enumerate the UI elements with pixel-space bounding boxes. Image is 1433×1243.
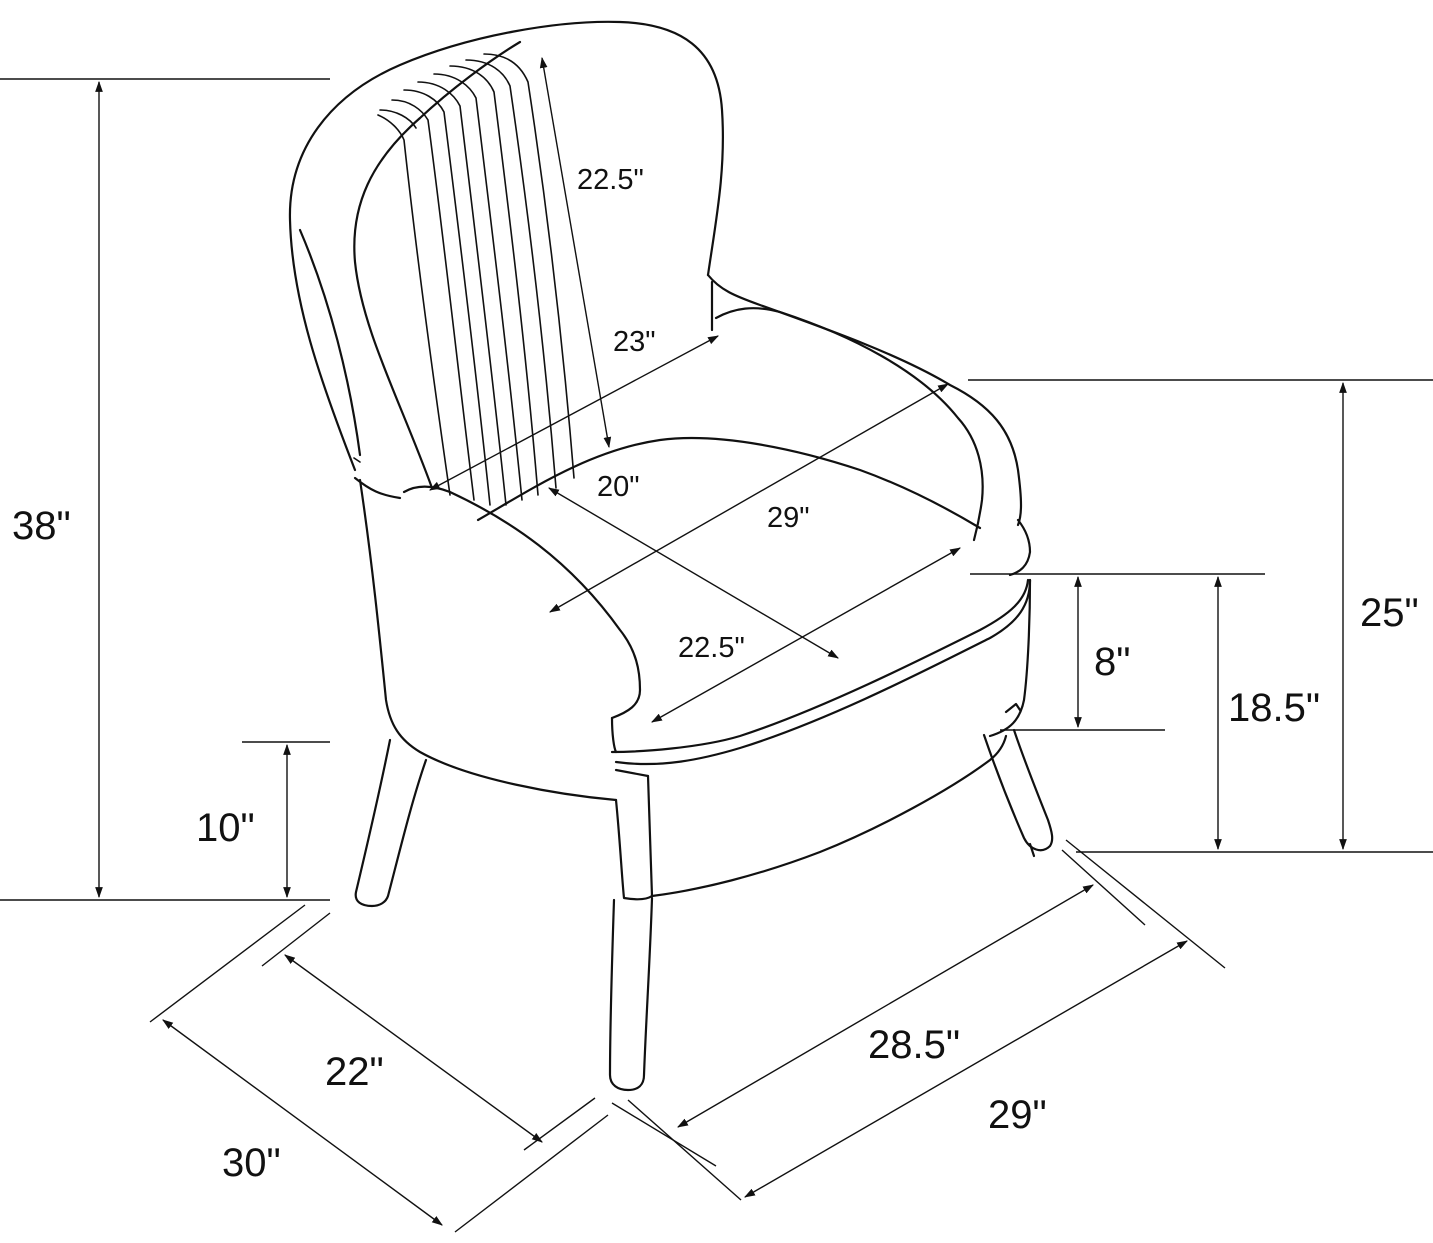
- label-total-depth: 30": [222, 1141, 281, 1185]
- label-total-width: 29": [988, 1093, 1047, 1137]
- dim-total-width: [744, 940, 1188, 1198]
- label-seat-thickness: 8": [1094, 640, 1131, 684]
- dim-arm-to-arm: [549, 383, 949, 613]
- label-total-height: 38": [12, 504, 71, 548]
- label-seat-height: 18.5": [1228, 686, 1321, 730]
- label-arm-to-arm-width: 29": [767, 502, 810, 534]
- dimension-arrows: [95, 56, 1347, 1226]
- label-seat-width: 20": [597, 471, 640, 503]
- dim-seat-depth: [651, 547, 961, 723]
- label-inner-depth: 22": [325, 1050, 384, 1094]
- chair-outline: [288, 20, 1054, 1092]
- label-back-height: 22.5": [577, 164, 644, 196]
- label-arm-height: 25": [1360, 591, 1419, 635]
- dim-total-depth: [162, 1019, 443, 1226]
- label-inner-width: 28.5": [868, 1023, 961, 1067]
- dim-inner-width: [677, 884, 1094, 1128]
- label-leg-height: 10": [196, 806, 255, 850]
- label-seat-depth: 22.5": [678, 632, 745, 664]
- dim-inner-depth: [284, 954, 543, 1143]
- label-back-width: 23": [613, 326, 656, 358]
- backrest-channels: [353, 53, 575, 506]
